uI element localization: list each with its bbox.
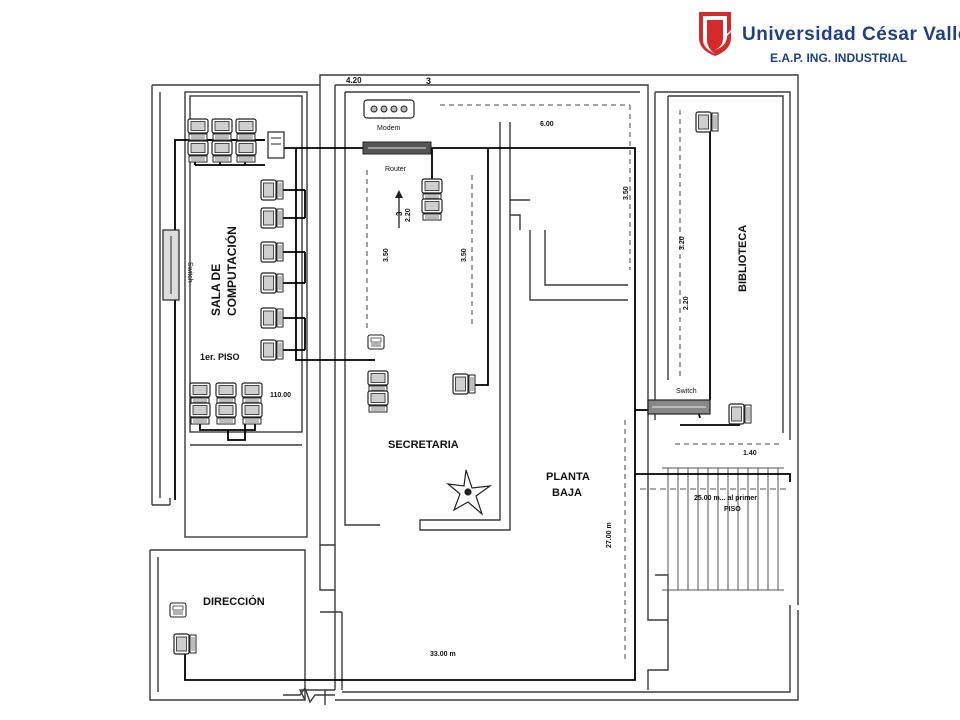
dim-320: 3.20 — [679, 236, 686, 250]
dim-350-mid: 3.50 — [461, 248, 468, 262]
dim-600: 6.00 — [540, 121, 554, 128]
secretaria-pc-2b — [367, 390, 389, 413]
lab-computers-top — [187, 118, 257, 163]
secretaria-pc-3 — [452, 373, 476, 395]
dim-350-right: 3.50 — [623, 186, 630, 200]
dim-140: 1.40 — [743, 450, 757, 457]
dimension-lines — [345, 84, 780, 660]
modem-label: Modem — [377, 125, 401, 132]
school-name: E.A.P. ING. INDUSTRIAL — [770, 51, 908, 65]
biblioteca-label: BIBLIOTECA — [737, 225, 749, 292]
dim-27: 27.00 m — [606, 522, 613, 548]
dim-220-biblio: 2.20 — [683, 296, 690, 310]
dim-420: 4.20 — [346, 76, 362, 85]
phone-direccion — [169, 602, 187, 618]
sala-label-line1: SALA DE — [209, 264, 223, 316]
stairs-label-line2: PISO — [724, 506, 741, 513]
planta-label-line2: BAJA — [552, 487, 582, 499]
lab-computers-bottom — [189, 382, 263, 425]
router-label: Router — [385, 166, 407, 173]
switch-sala-icon — [162, 229, 180, 301]
secretaria-pc-1b — [421, 198, 443, 221]
secretaria-pc-1 — [421, 178, 443, 201]
switch-biblio-label: Switch — [676, 388, 697, 395]
dim-220-vert: 2.20 — [405, 208, 412, 222]
biblioteca-pc-1 — [695, 111, 719, 133]
university-name: Universidad César Vallejo — [742, 24, 960, 45]
biblioteca-pc-2 — [728, 403, 752, 425]
planta-label-line1: PLANTA — [546, 471, 590, 483]
dim-110: 110.00 — [270, 392, 291, 399]
sala-label-line2: COMPUTACIÓN — [224, 226, 239, 316]
lab-computers-right — [260, 179, 284, 361]
direccion-pc — [173, 633, 197, 655]
ucv-logo-icon — [699, 12, 731, 56]
dim-3-vert: 3 — [395, 211, 404, 216]
stairs — [640, 467, 790, 591]
dim-33: 33.00 m — [430, 651, 456, 658]
router-icon — [362, 141, 432, 155]
modem-icon — [363, 99, 415, 119]
lab-server-icon — [267, 131, 285, 159]
floor-note: 1er. PISO — [200, 352, 240, 362]
building-walls — [149, 74, 799, 705]
dim-350-left: 3.50 — [383, 248, 390, 262]
secretaria-label: SECRETARIA — [388, 439, 459, 451]
phone-secretaria — [367, 334, 385, 350]
stairs-label-line1: 25.00 m... al primer — [694, 495, 757, 502]
compass-rose-icon — [446, 469, 493, 516]
arrow-icon — [395, 190, 403, 228]
secretaria-pc-2 — [367, 370, 389, 393]
dim-3: 3 — [426, 76, 431, 86]
switch-sala-label: Switch — [186, 262, 193, 283]
switch-biblio-icon — [647, 399, 711, 415]
direccion-label: DIRECCIÓN — [203, 595, 265, 608]
